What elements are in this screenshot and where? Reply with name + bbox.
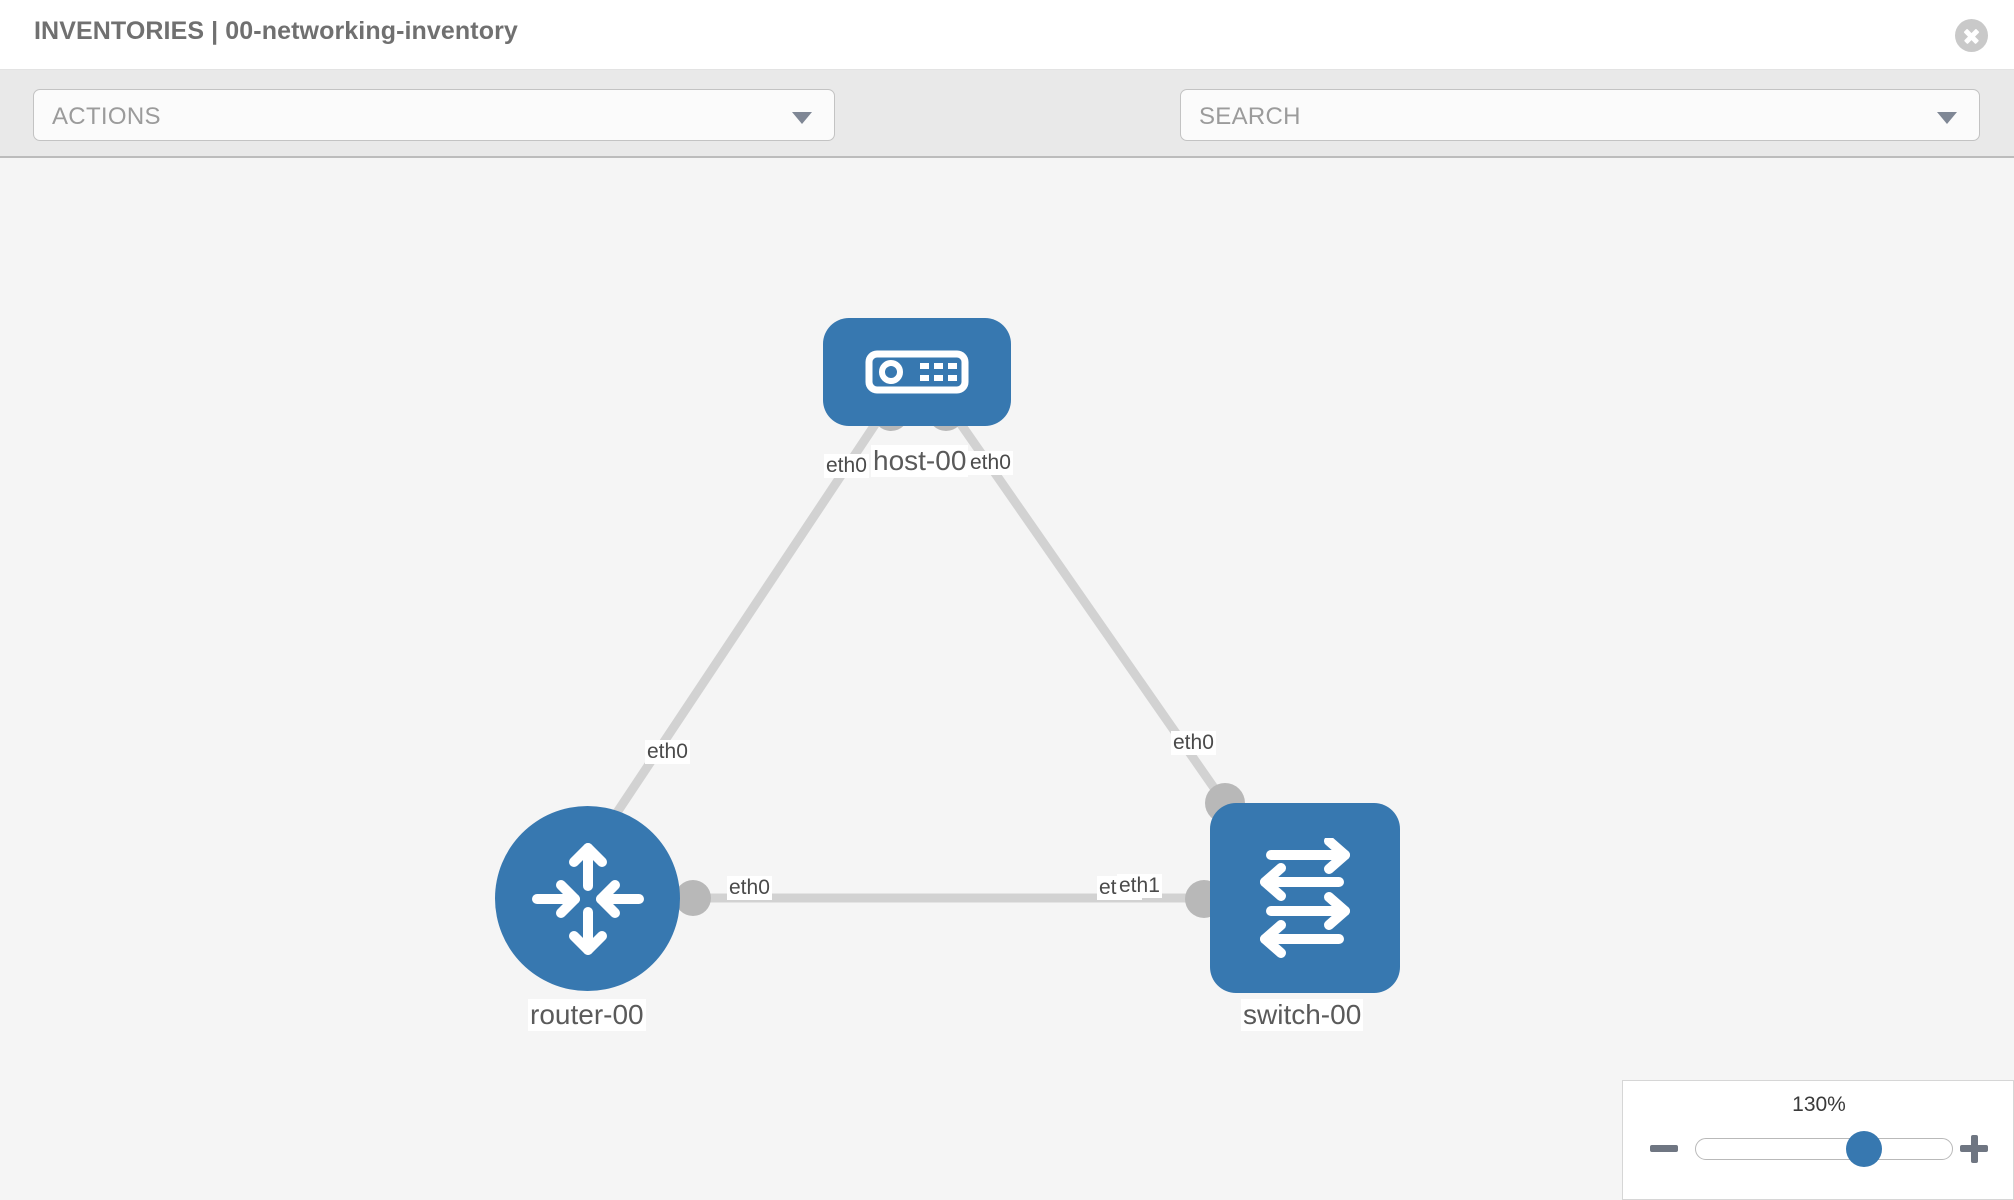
- zoom-level-value: 130%: [1792, 1093, 1846, 1116]
- interface-label-switch-uplink: eth0: [1171, 731, 1216, 756]
- chevron-down-icon: [792, 112, 812, 124]
- topology-links: [596, 417, 1239, 903]
- zoom-slider-track[interactable]: [1695, 1138, 1953, 1160]
- zoom-slider-thumb[interactable]: [1845, 1131, 1882, 1167]
- zoom-control-panel: 130%: [1622, 1080, 2014, 1200]
- node-label-router-00: router-00: [528, 999, 646, 1032]
- connector-router-right: [675, 880, 711, 916]
- page-header: INVENTORIES | 00-networking-inventory: [0, 0, 2014, 70]
- interface-label-switch-left-b: eth1: [1117, 874, 1162, 899]
- toolbar: ACTIONS SEARCH: [0, 70, 2014, 199]
- zoom-in-button[interactable]: [1957, 1131, 1991, 1165]
- topology-node-host-00[interactable]: [823, 318, 1011, 426]
- topology-node-switch-00[interactable]: [1210, 803, 1400, 993]
- chevron-down-icon: [1937, 112, 1957, 124]
- close-icon[interactable]: [1955, 19, 1988, 52]
- interface-label-host-right: eth0: [968, 451, 1013, 476]
- topology-node-router-00[interactable]: [495, 806, 680, 991]
- zoom-out-button[interactable]: [1647, 1131, 1681, 1165]
- interface-label-router-uplink: eth0: [645, 740, 690, 765]
- page-title: INVENTORIES | 00-networking-inventory: [34, 17, 518, 45]
- switch-arrows-icon: [1260, 838, 1350, 958]
- node-label-host-00: host-00: [871, 445, 969, 478]
- actions-dropdown-label: ACTIONS: [52, 103, 161, 130]
- interface-label-host-left: eth0: [824, 454, 869, 479]
- router-arrows-icon: [531, 842, 644, 955]
- topology-canvas[interactable]: host-00 router-00 switch-00 eth0 eth0 et…: [0, 158, 2014, 1200]
- node-label-switch-00: switch-00: [1241, 999, 1364, 1032]
- search-input[interactable]: SEARCH: [1199, 103, 1301, 130]
- server-icon: [865, 350, 969, 394]
- link-host-router: [596, 417, 882, 841]
- link-host-switch: [954, 417, 1239, 821]
- interface-label-router-right: eth0: [727, 876, 772, 901]
- search-dropdown[interactable]: SEARCH: [1180, 89, 1980, 141]
- actions-dropdown[interactable]: ACTIONS: [33, 89, 835, 141]
